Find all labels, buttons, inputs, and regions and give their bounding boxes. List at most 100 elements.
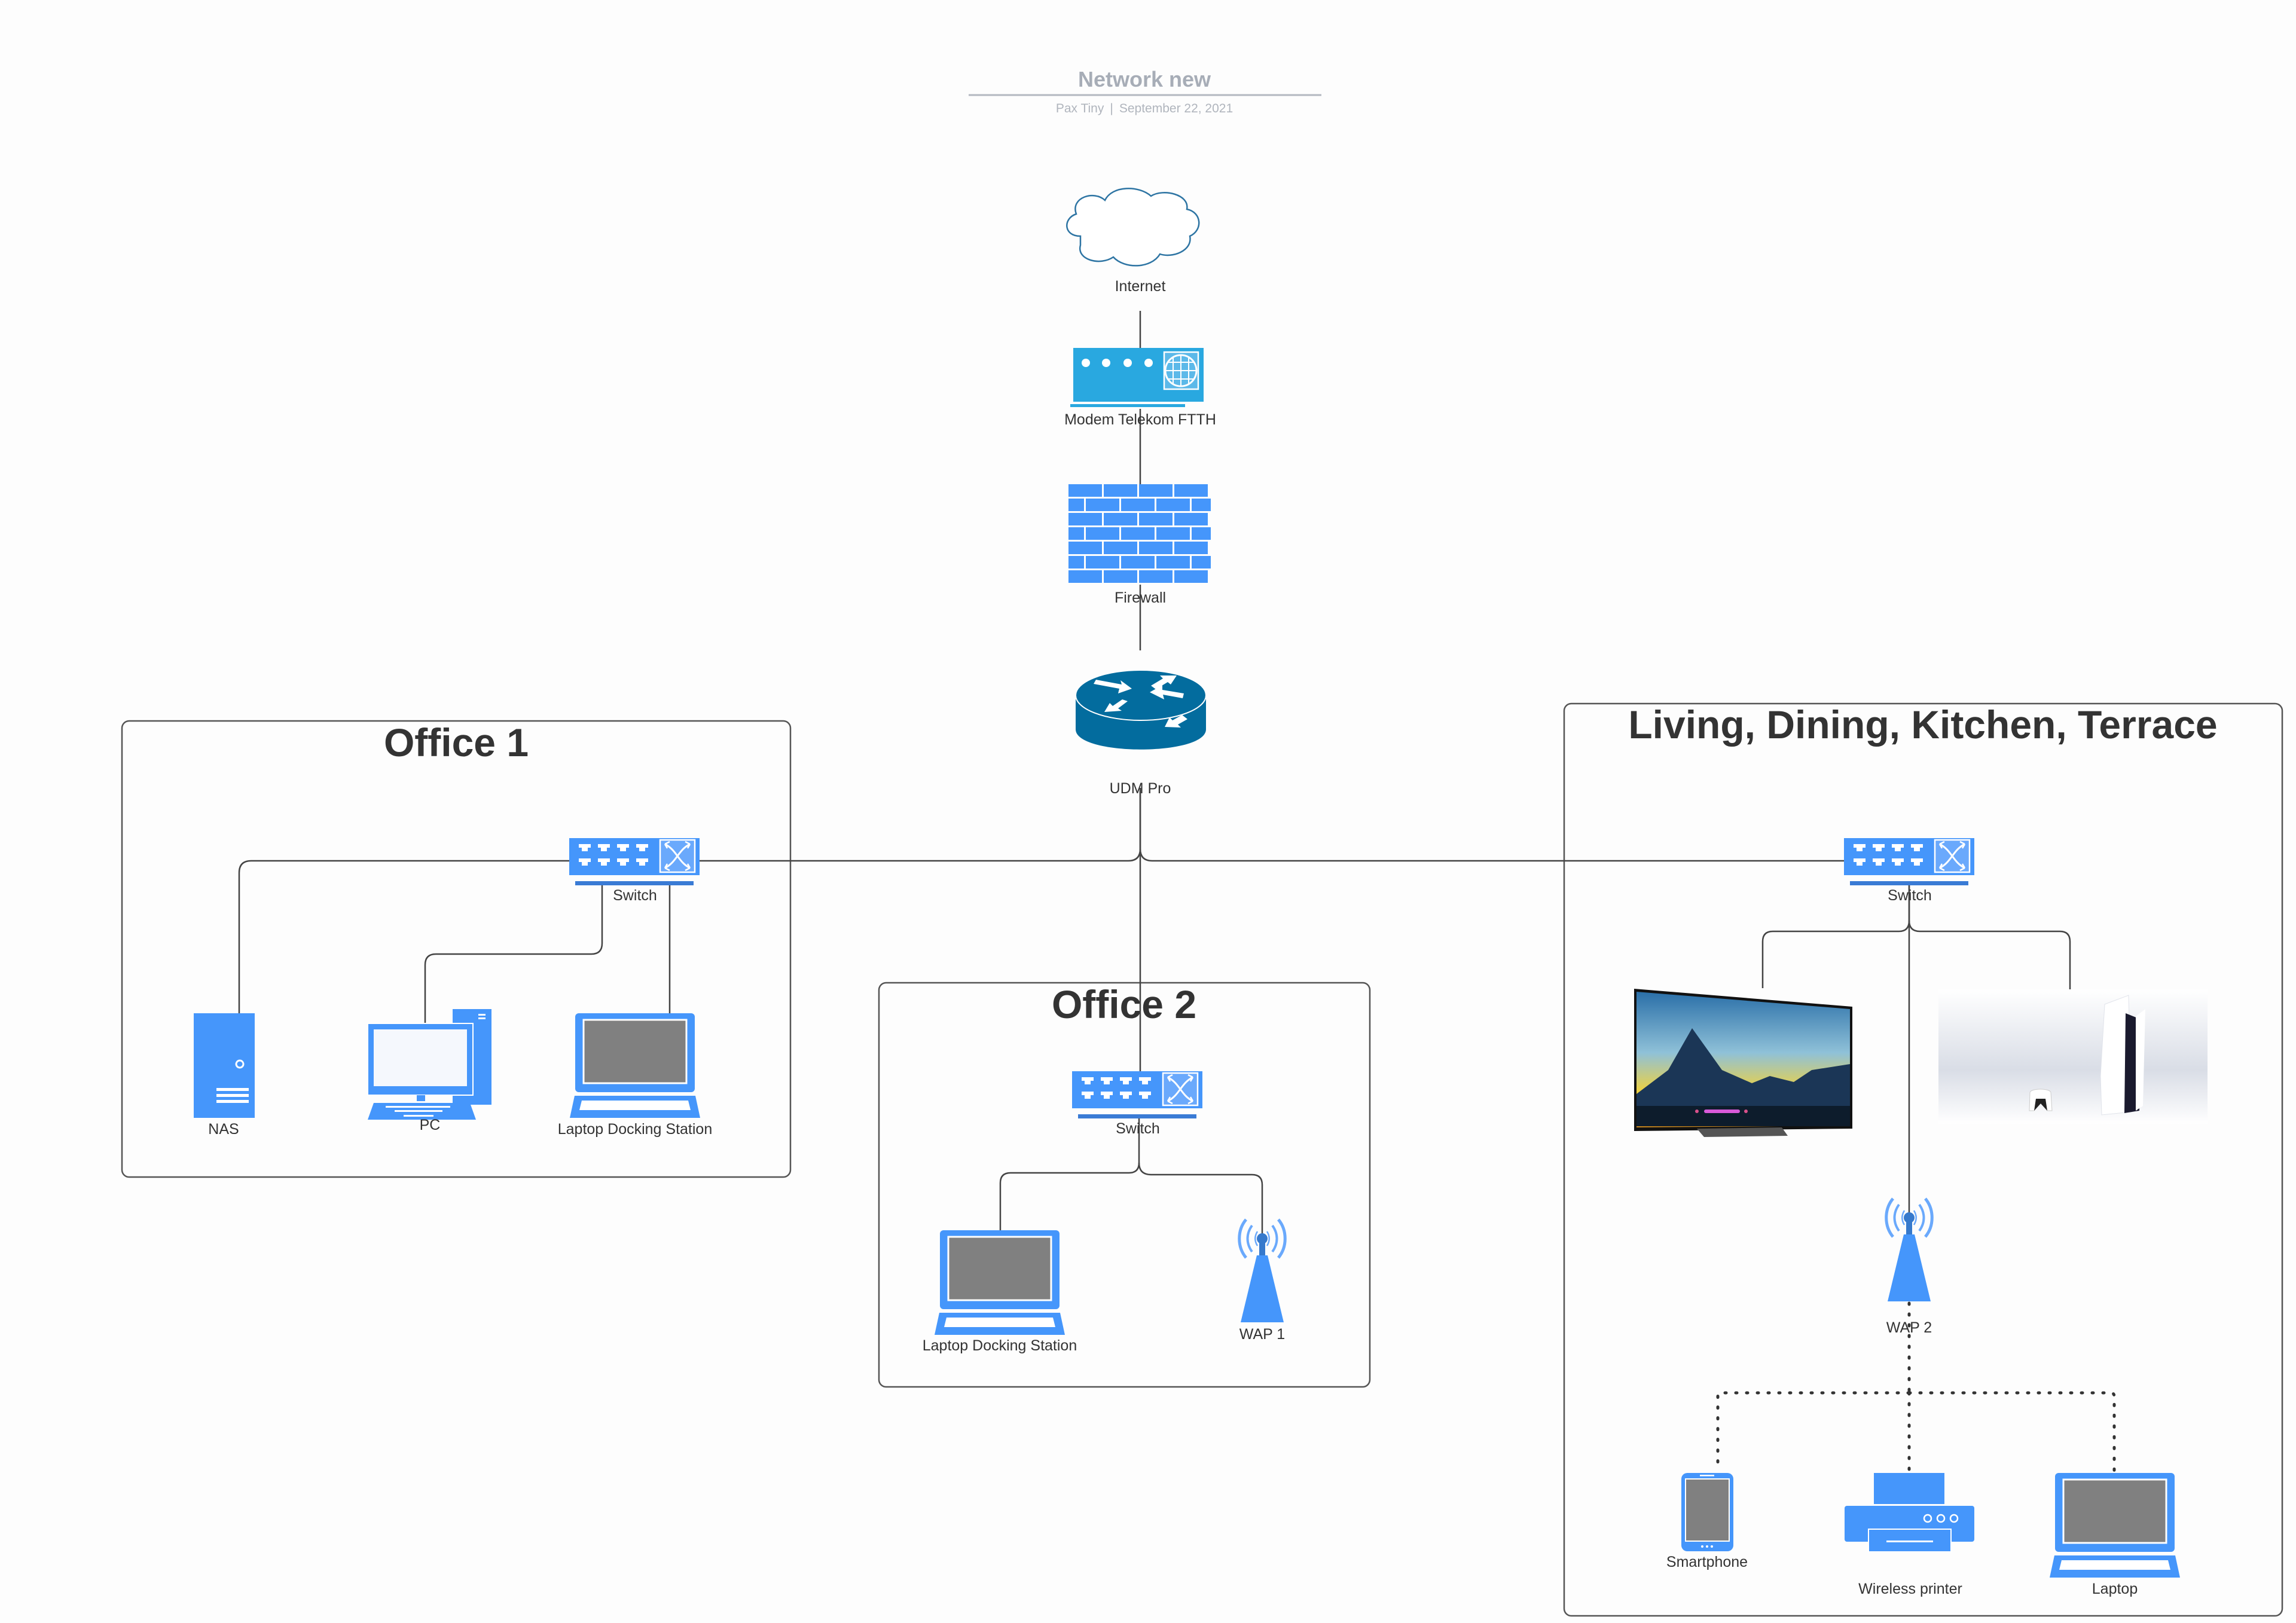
laptop-icon [569, 1012, 701, 1119]
firewall-brick [1104, 570, 1137, 583]
wire-switch-3-console[interactable] [1908, 920, 2071, 991]
living-switch-label: Switch [1888, 887, 1932, 904]
device-pc[interactable]: PC [367, 1009, 491, 1133]
firewall-brick [1068, 513, 1102, 525]
node-modem[interactable]: Modem Telekom FTTH [1064, 348, 1216, 428]
firewall-brick [1174, 542, 1208, 554]
wire-switch-1-pc[interactable] [424, 885, 603, 1026]
firewall-brick [1086, 556, 1119, 568]
firewall-icon [1068, 484, 1211, 583]
wap-1-label: WAP 1 [1239, 1326, 1285, 1343]
document-author: Pax Tiny [1056, 102, 1104, 115]
office-1-switch[interactable]: Switch [568, 837, 701, 904]
firewall-brick [1139, 513, 1173, 525]
firewall-brick [1139, 570, 1173, 583]
switch-icon [1843, 837, 1976, 887]
firewall-brick [1174, 513, 1208, 525]
zone-office-1[interactable] [121, 720, 792, 1178]
device-living-laptop[interactable]: Laptop [2048, 1472, 2181, 1597]
firewall-brick [1121, 499, 1155, 511]
firewall-brick [1068, 499, 1084, 511]
firewall-brick [1068, 484, 1102, 497]
document-date: September 22, 2021 [1119, 102, 1233, 115]
firewall-brick [1121, 556, 1155, 568]
wireless-access-point-icon [1886, 1199, 1932, 1301]
nas-label: NAS [208, 1121, 239, 1138]
firewall-brick [1139, 484, 1173, 497]
laptop-icon [2048, 1472, 2181, 1579]
firewall-brick [1192, 556, 1211, 568]
internet-label: Internet [1115, 278, 1166, 295]
device-wap-2[interactable]: WAP 2 [1886, 1199, 1932, 1336]
firewall-brick [1156, 527, 1190, 540]
living-switch[interactable]: Switch [1843, 837, 1976, 904]
router-icon [1075, 670, 1207, 750]
node-internet[interactable]: Internet [1066, 188, 1200, 295]
firewall-brick [1068, 527, 1084, 540]
wireless-link-smartphone[interactable] [1716, 1391, 1911, 1472]
office-2-laptop-label: Laptop Docking Station [923, 1337, 1077, 1354]
wireless-connections [1716, 1301, 2116, 1474]
cloud-icon [1066, 188, 1200, 267]
office-1-laptop-label: Laptop Docking Station [558, 1121, 713, 1138]
game-console-image [1938, 989, 2208, 1124]
wire-switch-1-nas[interactable] [238, 860, 569, 1013]
office-2-switch-label: Switch [1116, 1120, 1160, 1137]
modem-icon [1070, 348, 1204, 407]
laptop-icon [933, 1229, 1066, 1336]
tv-image [1634, 989, 1852, 1137]
router-label: UDM Pro [1110, 780, 1171, 797]
wire-switch-2-laptop[interactable] [999, 1118, 1140, 1230]
firewall-brick [1104, 513, 1137, 525]
firewall-brick [1086, 527, 1119, 540]
device-nas[interactable]: NAS [194, 1013, 255, 1138]
firewall-brick [1174, 484, 1208, 497]
device-wap-1[interactable]: WAP 1 [1239, 1219, 1286, 1343]
firewall-brick [1068, 556, 1084, 568]
firewall-brick [1192, 527, 1211, 540]
office-2-switch[interactable]: Switch [1071, 1070, 1204, 1137]
living-laptop-label: Laptop [2092, 1581, 2138, 1597]
document-title: Network new [1078, 67, 1211, 91]
firewall-brick [1104, 542, 1137, 554]
device-tv[interactable] [1634, 989, 1852, 1137]
firewall-brick [1068, 542, 1102, 554]
firewall-brick [1104, 484, 1137, 497]
device-game-console[interactable] [1938, 989, 2208, 1124]
printer-label: Wireless printer [1858, 1581, 1962, 1597]
device-printer[interactable]: Wireless printer [1845, 1473, 1974, 1597]
firewall-brick [1156, 499, 1190, 511]
firewall-brick [1139, 542, 1173, 554]
wired-connections [238, 311, 2071, 1235]
node-router[interactable]: UDM Pro [1075, 670, 1207, 797]
smartphone-icon [1681, 1473, 1733, 1551]
zone-title-office-1: Office 1 [384, 720, 529, 765]
modem-label: Modem Telekom FTTH [1064, 411, 1216, 428]
pc-label: PC [420, 1117, 441, 1133]
zone-living[interactable] [1563, 702, 2283, 1617]
device-smartphone[interactable]: Smartphone [1666, 1473, 1748, 1570]
wireless-link-laptop[interactable] [1907, 1391, 2116, 1474]
device-office-1-laptop[interactable]: Laptop Docking Station [558, 1012, 713, 1138]
firewall-brick [1192, 499, 1211, 511]
zone-title-office-2: Office 2 [1052, 982, 1196, 1026]
device-office-2-laptop[interactable]: Laptop Docking Station [923, 1229, 1077, 1354]
desktop-pc-icon [367, 1009, 491, 1120]
firewall-brick [1068, 570, 1102, 583]
smartphone-label: Smartphone [1666, 1554, 1748, 1570]
wire-switch-2-wap-1[interactable] [1138, 1162, 1263, 1235]
document-subtitle: Pax Tiny | September 22, 2021 [1056, 102, 1233, 115]
subtitle-separator: | [1110, 102, 1113, 115]
zone-title-living: Living, Dining, Kitchen, Terrace [1628, 702, 2217, 747]
node-firewall[interactable]: Firewall [1068, 484, 1211, 606]
wireless-access-point-icon [1239, 1219, 1286, 1322]
firewall-label: Firewall [1115, 589, 1166, 606]
firewall-brick [1174, 570, 1208, 583]
zone-office-2[interactable] [878, 982, 1371, 1388]
server-icon [194, 1013, 255, 1118]
switch-icon [568, 837, 701, 887]
firewall-brick [1086, 499, 1119, 511]
printer-icon [1845, 1473, 1974, 1552]
document-header: Network new Pax Tiny | September 22, 2021 [969, 67, 1321, 115]
